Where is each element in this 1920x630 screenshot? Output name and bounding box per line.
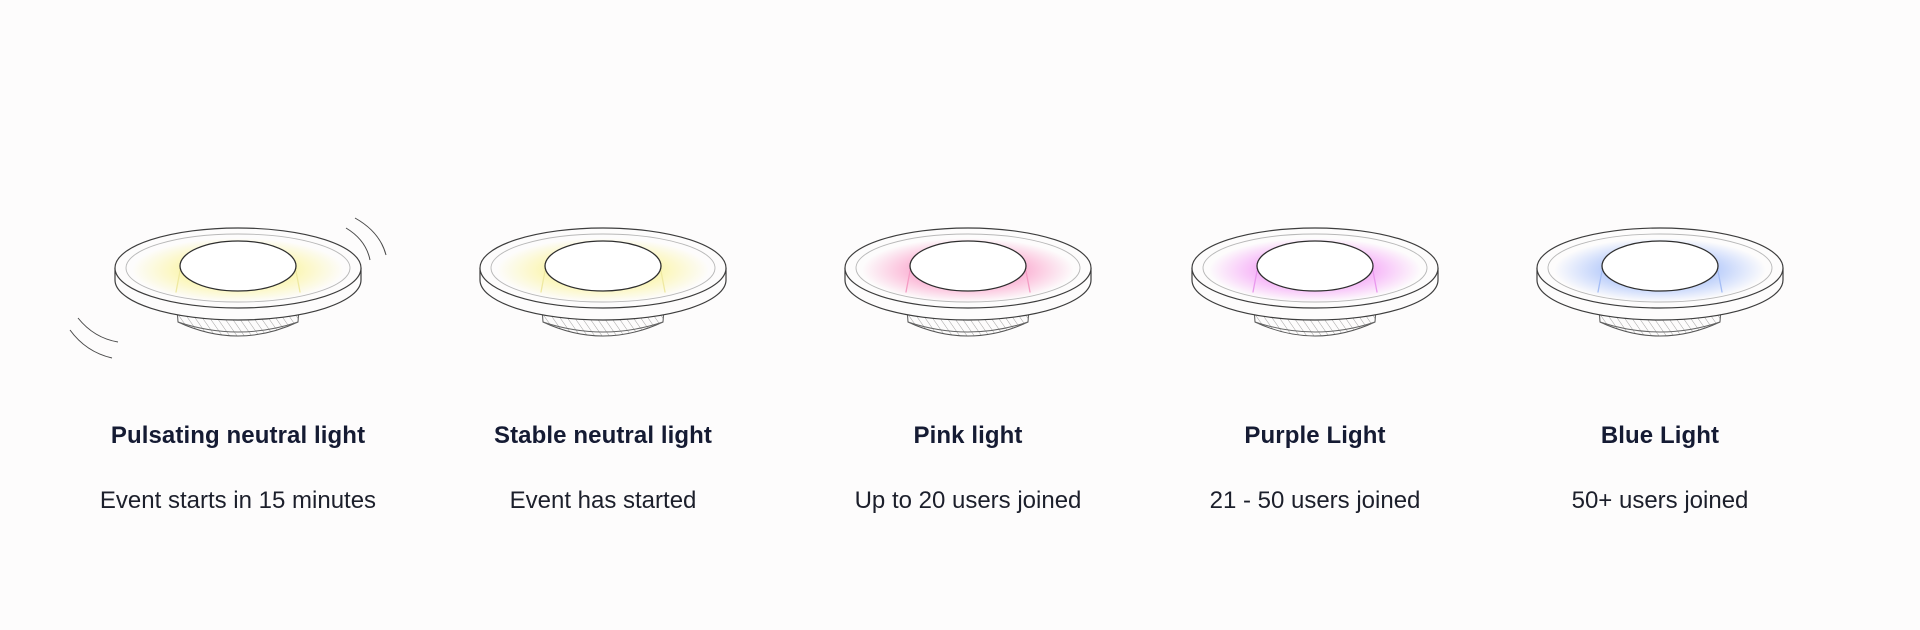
blue-lamp-icon xyxy=(1536,227,1784,337)
state-caption: 21 - 50 users joined xyxy=(1209,487,1421,514)
state-caption: Up to 20 users joined xyxy=(854,487,1082,514)
state-title: Blue Light xyxy=(1600,422,1720,449)
state-purple: Purple Light 21 - 50 users joined xyxy=(1145,210,1485,515)
pulsating-lamp-icon xyxy=(69,217,387,359)
state-title: Pink light xyxy=(913,422,1023,449)
purple-lamp-icon xyxy=(1191,227,1439,337)
state-title: Purple Light xyxy=(1244,422,1386,449)
state-pink: Pink light Up to 20 users joined xyxy=(798,210,1138,515)
state-stable-neutral: Stable neutral light Event has started xyxy=(433,210,773,515)
state-caption: Event starts in 15 minutes xyxy=(99,487,377,514)
state-title: Stable neutral light xyxy=(493,422,713,449)
pink-lamp-icon xyxy=(844,227,1092,337)
state-caption: Event has started xyxy=(509,487,697,514)
state-caption: 50+ users joined xyxy=(1571,487,1749,514)
state-title: Pulsating neutral light xyxy=(110,422,366,449)
stable-lamp-icon xyxy=(479,227,727,337)
state-blue: Blue Light 50+ users joined xyxy=(1490,210,1830,515)
state-pulsating-neutral: Pulsating neutral light Event starts in … xyxy=(68,210,408,515)
